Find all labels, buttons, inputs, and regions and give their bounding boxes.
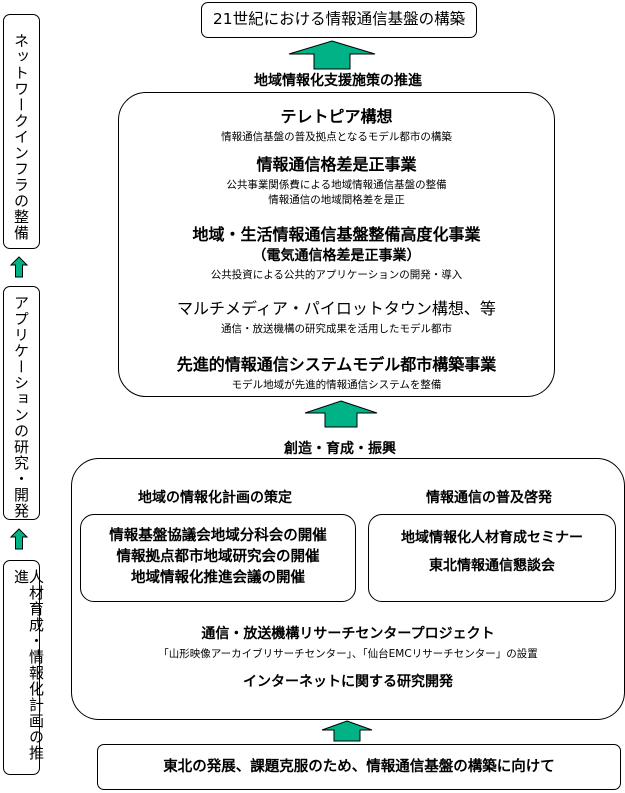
side-label-application: アプリケーションの研究・開発 — [12, 295, 30, 519]
bottom-goal-text: 東北の発展、課題克服のため、情報通信基盤の構築に向けて — [163, 759, 555, 775]
up-arrow-middle — [304, 400, 378, 428]
section2-box: 地域の情報化計画の策定 情報通信の普及啓発 情報基盤協議会地域分科会の開催 情報… — [71, 458, 625, 720]
item-regional-sub: 公共投資による公共的アプリケーションの開発・導入 — [210, 269, 463, 281]
internet-rd: インターネットに関する研究開発 — [243, 674, 453, 690]
side-label-human: 人材育成・情報化計画の推進 — [12, 569, 45, 761]
left-line-3: 地域情報化推進会議の開催 — [131, 570, 305, 586]
left-group-box: 情報基盤協議会地域分科会の開催 情報拠点都市地域研究会の開催 地域情報化推進会議… — [80, 514, 356, 602]
left-group-title: 地域の情報化計画の策定 — [138, 490, 292, 506]
left-line-2: 情報拠点都市地域研究会の開催 — [116, 549, 320, 565]
up-arrow-bottom — [321, 720, 373, 742]
up-arrow-top — [288, 40, 376, 70]
item-gap-title: 情報通信格差是正事業 — [256, 155, 417, 174]
right-line-2: 東北情報通信懇談会 — [429, 558, 555, 574]
top-goal-text: 21世紀における情報通信基盤の構築 — [212, 10, 466, 28]
item-multimedia-sub: 通信・放送機構の研究成果を活用したモデル都市 — [221, 323, 452, 335]
left-line-1: 情報基盤協議会地域分科会の開催 — [109, 528, 327, 544]
section1-title: 地域情報化支援施策の推進 — [254, 73, 422, 89]
project-title: 通信・放送機構リサーチセンタープロジェクト — [201, 626, 495, 642]
item-teletopia-title: テレトピア構想 — [280, 107, 393, 126]
side-box-human: 人材育成・情報化計画の推進 — [3, 560, 45, 775]
bottom-goal-box: 東北の発展、課題克服のため、情報通信基盤の構築に向けて — [97, 744, 621, 790]
side-box-network: ネットワークインフラの整備 — [3, 14, 40, 249]
side-label-network: ネットワークインフラの整備 — [12, 33, 30, 241]
item-advanced-title: 先進的情報通信システムモデル都市構築事業 — [176, 355, 497, 374]
side-up-arrow-1 — [9, 256, 29, 278]
item-regional-title: 地域・生活情報通信基盤整備高度化事業 — [192, 225, 481, 244]
section2-title: 創造・育成・振興 — [284, 441, 396, 457]
item-teletopia-sub: 情報通信基盤の普及拠点となるモデル都市の構築 — [221, 131, 452, 143]
top-goal-box: 21世紀における情報通信基盤の構築 — [201, 2, 477, 38]
right-group-title: 情報通信の普及啓発 — [426, 490, 552, 506]
side-box-application: アプリケーションの研究・開発 — [3, 286, 40, 520]
item-gap-sub-1: 公共事業関係費による地域情報通信基盤の整備 — [226, 179, 447, 191]
right-line-1: 地域情報化人材育成セミナー — [401, 530, 583, 546]
section1-box: テレトピア構想 情報通信基盤の普及拠点となるモデル都市の構築 情報通信格差是正事… — [118, 92, 555, 397]
side-up-arrow-2 — [9, 528, 29, 550]
item-gap-sub-2: 情報通信の地域間格差を是正 — [268, 194, 405, 206]
right-group-box: 地域情報化人材育成セミナー 東北情報通信懇談会 — [368, 514, 616, 602]
item-multimedia-title: マルチメディア・パイロットタウン構想、等 — [177, 299, 496, 318]
item-advanced-sub: モデル地域が先進的情報通信システムを整備 — [231, 379, 442, 391]
project-sub: 「山形映像アーカイブリサーチセンター」、「仙台EMCリサーチセンター」の設置 — [158, 648, 538, 660]
item-regional-title2: （電気通信格差是正事業） — [252, 248, 421, 264]
